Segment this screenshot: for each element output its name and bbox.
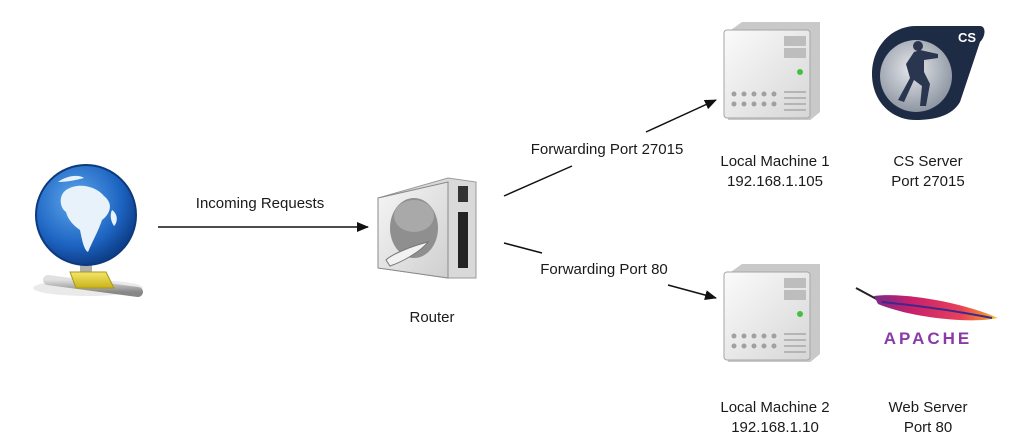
server-tower-icon — [723, 264, 820, 364]
web-server-port: Port 80 — [903, 419, 953, 436]
edge-forward2-label: Forwarding Port 80 — [540, 261, 668, 278]
cs-server-label: CS Server Port 27015 — [858, 152, 998, 192]
server-tower-icon — [723, 22, 820, 122]
apache-wordmark: APACHE — [884, 329, 973, 348]
machine1-node — [720, 20, 820, 122]
edge-forward1-arrow — [645, 99, 717, 133]
machine1-label: Local Machine 1 192.168.1.105 — [700, 152, 850, 192]
cs-server-name: CS Server — [893, 153, 963, 170]
web-server-node: APACHE — [852, 282, 1004, 352]
router-node — [372, 172, 482, 282]
internet-node — [18, 160, 158, 300]
machine2-node — [720, 262, 820, 364]
globe-network-icon — [33, 164, 143, 297]
machine1-ip: 192.168.1.105 — [727, 173, 823, 190]
edge-incoming-label: Incoming Requests — [195, 195, 325, 212]
edge-forward1-tail — [503, 165, 573, 197]
router-label: Router — [409, 309, 455, 326]
edge-forward2-arrow — [667, 284, 717, 300]
machine2-name: Local Machine 2 — [720, 399, 830, 416]
edge-forward1-label: Forwarding Port 27015 — [530, 141, 684, 158]
router-icon — [377, 177, 477, 279]
machine2-label: Local Machine 2 192.168.1.10 — [700, 398, 850, 438]
cs-server-node: CS — [868, 22, 988, 122]
cs-badge: CS — [958, 30, 976, 45]
apache-feather-logo-icon: APACHE — [855, 287, 998, 348]
edge-forward2-tail — [503, 242, 543, 254]
cs-server-port: Port 27015 — [891, 173, 965, 190]
counter-strike-logo-icon: CS — [872, 26, 985, 120]
web-server-label: Web Server Port 80 — [858, 398, 998, 438]
machine2-ip: 192.168.1.10 — [731, 419, 819, 436]
web-server-name: Web Server — [888, 399, 968, 416]
machine1-name: Local Machine 1 — [720, 153, 830, 170]
